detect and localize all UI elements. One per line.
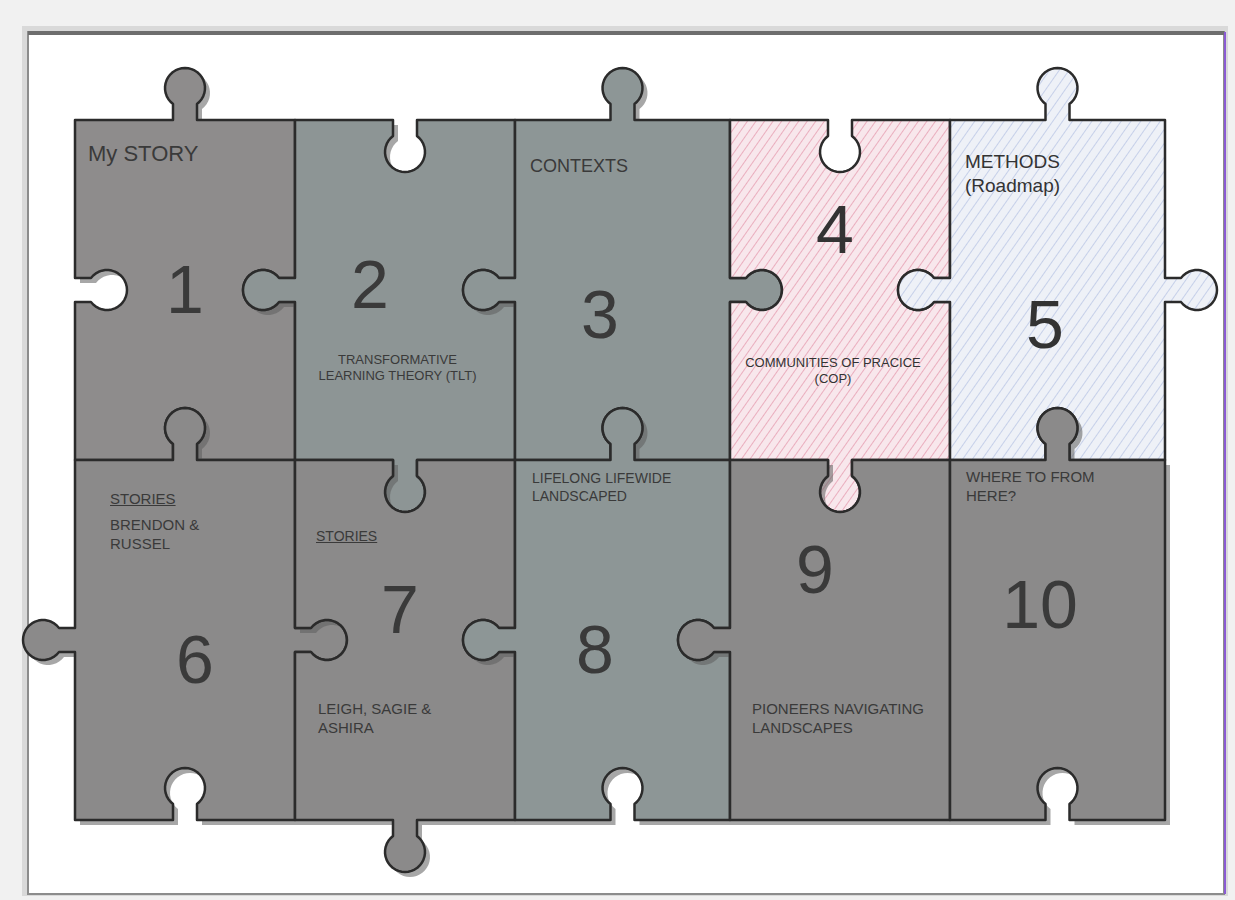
piece-label: STORIES (110, 490, 260, 509)
piece-number: 3 (565, 280, 635, 348)
piece-number: 7 (365, 575, 435, 643)
piece-number: 5 (1005, 290, 1085, 358)
piece-label: METHODS (Roadmap) (965, 150, 1140, 198)
piece-shape (75, 68, 295, 460)
piece-shape (295, 460, 515, 872)
piece-label: LIFELONG LIFEWIDE LANDSCAPED (532, 470, 697, 505)
piece-number: 1 (150, 255, 220, 323)
piece-shape (463, 408, 730, 820)
piece-label: COMMUNITIES OF PRACICE (COP) (738, 355, 928, 388)
piece-label: WHERE TO FROM HERE? (966, 468, 1146, 506)
piece-label: STORIES (316, 528, 384, 546)
piece-number: 9 (780, 535, 850, 603)
piece-label: LEIGH, SAGIE & ASHIRA (318, 700, 438, 738)
piece-label: BRENDON & RUSSEL (110, 516, 260, 554)
piece-number: 6 (155, 625, 235, 693)
piece-number: 4 (800, 195, 870, 263)
frame-right-edge (1224, 32, 1226, 894)
piece-label: PIONEERS NAVIGATING LANDSCAPES (752, 700, 927, 738)
piece-shape (950, 408, 1165, 820)
puzzle-piece: WHERE TO FROM HERE? 10 (890, 400, 1225, 880)
piece-number: 2 (335, 250, 405, 318)
piece-shape (730, 120, 950, 512)
piece-shape (243, 120, 515, 512)
piece-shape (898, 68, 1217, 460)
frame-top-edge (28, 31, 1224, 35)
piece-shape (678, 460, 950, 820)
piece-label: My STORY (88, 140, 258, 168)
piece-number: 10 (985, 570, 1095, 638)
frame-shadow (22, 26, 1228, 896)
piece-number: 8 (555, 615, 635, 683)
piece-label: CONTEXTS (530, 155, 700, 178)
piece-label: TRANSFORMATIVE LEARNING THEORY (TLT) (305, 352, 490, 385)
